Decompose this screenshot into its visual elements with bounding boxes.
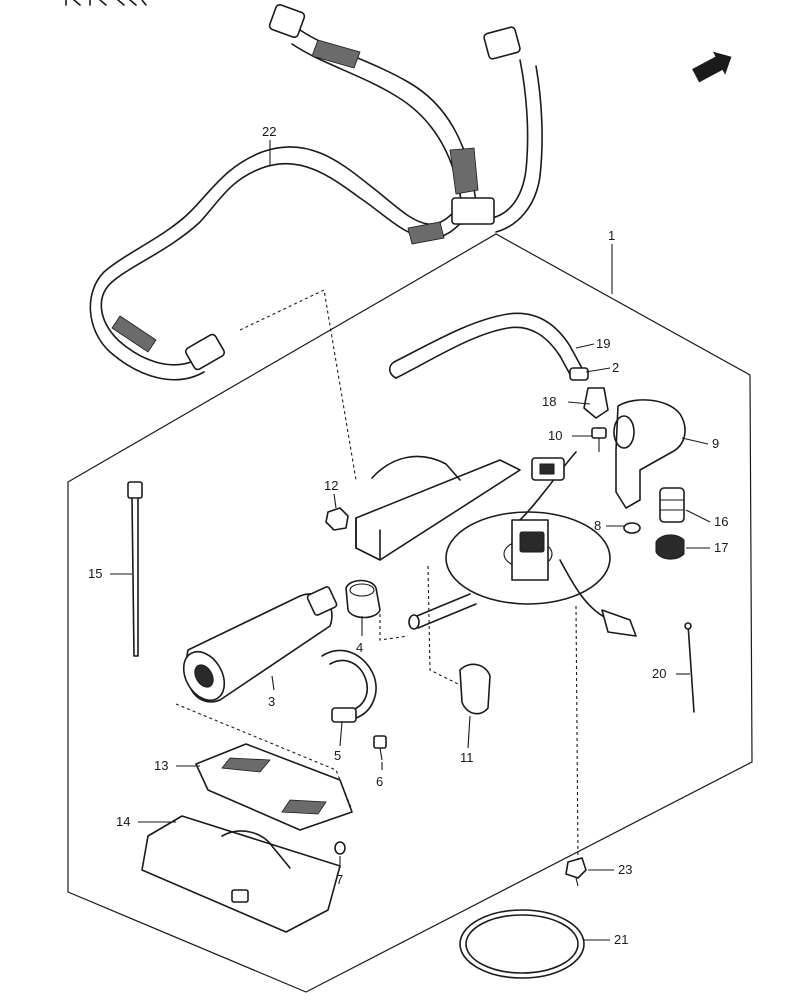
assembly-boundary: [67, 233, 753, 993]
bolt-23: [565, 857, 587, 887]
callout-21: 21: [614, 932, 628, 947]
clamp-17: [655, 534, 685, 560]
callout-10: 10: [548, 428, 562, 443]
callout-20: 20: [652, 666, 666, 681]
breather-hose-19: [388, 312, 585, 379]
clip-2: [569, 367, 589, 381]
callout-23: 23: [618, 862, 632, 877]
callout-5: 5: [334, 748, 341, 763]
callout-7: 7: [336, 872, 343, 887]
callout-8: 8: [594, 518, 601, 533]
callout-17: 17: [714, 540, 728, 555]
callout-13: 13: [154, 758, 168, 773]
callout-6: 6: [376, 774, 383, 789]
nut-12: [325, 507, 349, 531]
holder-5: [321, 649, 377, 723]
forward-direction-arrow-icon: [692, 51, 732, 83]
regulator-16: [659, 487, 685, 523]
callout-14: 14: [116, 814, 130, 829]
union-18: [583, 387, 609, 419]
pin-20: [684, 622, 695, 713]
callout-1: 1: [608, 228, 615, 243]
callout-12: 12: [324, 478, 338, 493]
fuel-pump-3: [182, 586, 338, 703]
cushion-11: [459, 663, 491, 715]
callout-11: 11: [460, 750, 474, 765]
callout-2: 2: [612, 360, 619, 375]
callout-9: 9: [712, 436, 719, 451]
callout-22: 22: [262, 124, 276, 139]
filter-13: [195, 743, 353, 831]
callout-4: 4: [356, 640, 363, 655]
fuel-hose-assembly-22: [89, 3, 543, 381]
cover-14: [141, 815, 341, 933]
cable-tie-15: [127, 481, 143, 657]
leader-lines: [110, 140, 711, 941]
callout-19: 19: [596, 336, 610, 351]
callout-16: 16: [714, 514, 728, 529]
damper-4: [345, 579, 381, 619]
washer-7: [334, 841, 346, 855]
callout-18: 18: [542, 394, 556, 409]
pump-frame: [355, 451, 637, 637]
gasket-21: [459, 909, 585, 979]
screw-6: [373, 735, 387, 761]
bracket-9: [613, 399, 686, 509]
title-fragment: [60, 0, 150, 6]
pump-flange-plate: [445, 511, 611, 605]
callout-3: 3: [268, 694, 275, 709]
callout-15: 15: [88, 566, 102, 581]
callout-labels: 22 1 19 2 18 10 9 12 8 16 17 15 4 3 20 5…: [88, 124, 728, 947]
o-ring-8: [623, 522, 641, 534]
fuel-pipe: [408, 593, 477, 630]
screw-10: [591, 427, 607, 452]
